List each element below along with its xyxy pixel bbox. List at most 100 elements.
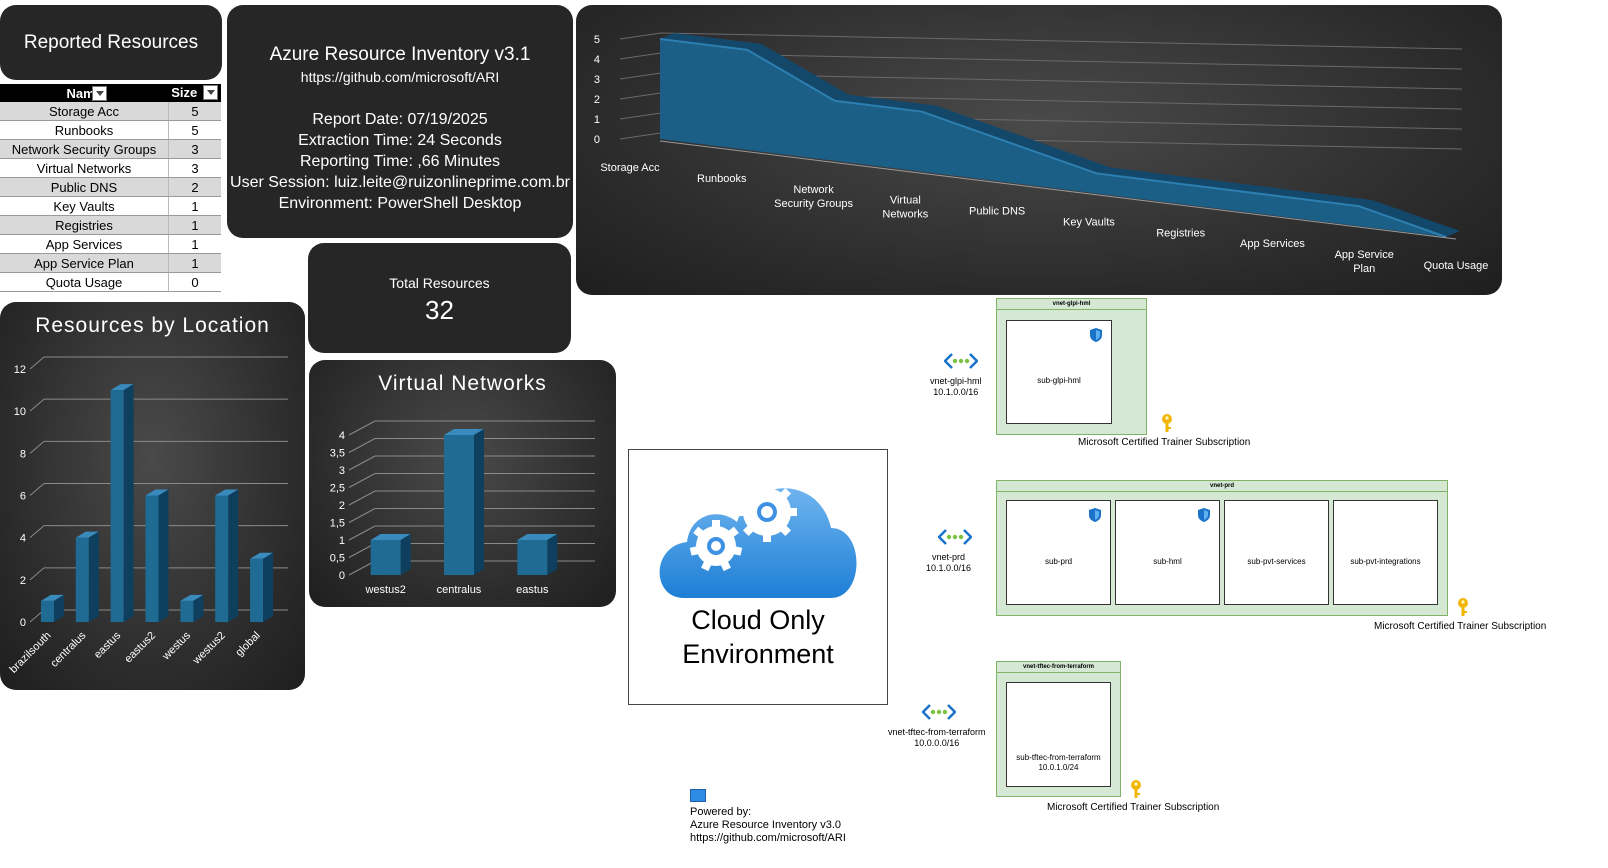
powered-by-url[interactable]: https://github.com/microsoft/ARI bbox=[690, 832, 846, 844]
report-date: Report Date: 07/19/2025 bbox=[312, 111, 488, 128]
bar bbox=[40, 600, 54, 622]
x-tick-label: westus bbox=[160, 629, 194, 663]
report-title: Azure Resource Inventory v3.1 bbox=[269, 44, 531, 65]
bar-side bbox=[123, 384, 134, 622]
total-resources-label: Total Resources bbox=[389, 275, 490, 291]
nsg-shield-icon bbox=[1089, 508, 1101, 522]
subscription-label: Microsoft Certified Trainer Subscription bbox=[1078, 437, 1251, 448]
bar-top bbox=[215, 489, 239, 496]
vnet-icon bbox=[944, 353, 978, 369]
bar-top bbox=[40, 594, 64, 601]
subnet-name: sub-pvt-integrations bbox=[1350, 556, 1421, 566]
environment: Environment: PowerShell Desktop bbox=[278, 195, 522, 212]
filter-dropdown-icon[interactable] bbox=[203, 85, 219, 101]
vnet-name: vnet-tftec-from-terraform bbox=[888, 727, 986, 737]
vnet-icon bbox=[938, 529, 972, 545]
bar-top bbox=[180, 594, 204, 601]
bar bbox=[180, 600, 194, 622]
x-tick-label: App Services bbox=[1240, 238, 1305, 250]
bar-side bbox=[88, 531, 99, 622]
subnet-box: sub-glpi-hml bbox=[1006, 320, 1112, 424]
x-tick-label: brazilsouth bbox=[7, 630, 53, 676]
vnet-name: vnet-glpi-hml bbox=[930, 376, 982, 386]
x-tick-label: westus2 bbox=[364, 584, 405, 596]
gridline bbox=[29, 356, 45, 370]
table-header-size: Size bbox=[168, 84, 221, 102]
resource-size: 1 bbox=[168, 253, 221, 273]
x-tick-label: Storage Acc bbox=[600, 162, 660, 174]
subnet-box: sub-pvt-integrations bbox=[1333, 500, 1438, 605]
report-info-card: Azure Resource Inventory v3.1 https://gi… bbox=[227, 5, 573, 238]
bar-side bbox=[263, 552, 274, 622]
bar bbox=[75, 537, 89, 622]
resource-name: Network Security Groups bbox=[0, 139, 169, 159]
x-tick-label: Virtual bbox=[890, 195, 921, 207]
vnet-chart-title: Virtual Networks bbox=[378, 372, 547, 395]
bar-top bbox=[370, 534, 411, 540]
subnet-name: sub-glpi-hml bbox=[1037, 376, 1081, 385]
subnet-box: sub-prd bbox=[1006, 500, 1111, 605]
location-chart-title: Resources by Location bbox=[35, 314, 270, 337]
subnet-cidr: 10.0.1.0/24 bbox=[1038, 763, 1079, 772]
bar-side bbox=[228, 489, 239, 622]
powered-by-label: Powered by: bbox=[690, 806, 752, 818]
subnet-name: sub-tftec-from-terraform bbox=[1016, 753, 1101, 762]
x-tick-label: centralus bbox=[48, 629, 88, 669]
resource-size: 5 bbox=[168, 102, 221, 121]
resource-size: 1 bbox=[168, 196, 221, 216]
vnet-cidr: 10.1.0.0/16 bbox=[933, 387, 979, 397]
subscription-key-icon bbox=[1131, 780, 1141, 798]
bar bbox=[250, 558, 264, 622]
gridline bbox=[619, 52, 662, 60]
report-url: https://github.com/microsoft/ARI bbox=[300, 69, 500, 85]
y-tick-label: 2 bbox=[20, 575, 26, 587]
gridline bbox=[619, 132, 662, 140]
gridline bbox=[348, 473, 376, 488]
cloud-only-environment-box: Cloud Only Environment bbox=[628, 449, 888, 705]
bar-side bbox=[400, 534, 411, 575]
x-tick-label: Plan bbox=[1353, 263, 1375, 275]
bar-side bbox=[474, 429, 484, 575]
gridline bbox=[29, 398, 45, 412]
y-tick-label: 1 bbox=[594, 114, 600, 126]
gridline bbox=[29, 567, 45, 581]
y-tick-label: 3 bbox=[594, 74, 600, 86]
gridline bbox=[29, 483, 45, 496]
y-tick-label: 4 bbox=[594, 54, 600, 66]
bar bbox=[444, 435, 474, 575]
gridline bbox=[348, 438, 376, 453]
x-tick-label: Network bbox=[793, 184, 834, 196]
resource-name: Storage Acc bbox=[0, 102, 169, 121]
reported-resources-title: Reported Resources bbox=[23, 31, 199, 53]
y-tick-label: 6 bbox=[20, 491, 26, 503]
y-tick-label: 0 bbox=[339, 570, 345, 582]
x-tick-label: Public DNS bbox=[969, 206, 1025, 218]
x-tick-label: eastus bbox=[92, 629, 124, 661]
x-tick-label: Key Vaults bbox=[1063, 216, 1115, 228]
y-tick-label: 3 bbox=[339, 465, 345, 477]
subnet-name: sub-pvt-services bbox=[1247, 556, 1306, 566]
resource-size: 3 bbox=[168, 139, 221, 159]
x-tick-label: eastus bbox=[516, 584, 549, 596]
y-tick-label: 3,5 bbox=[330, 448, 345, 460]
filter-dropdown-icon[interactable] bbox=[91, 86, 107, 101]
user-session: User Session: luiz.leite@ruizonlineprime… bbox=[230, 174, 570, 191]
subnet-box: sub-hml bbox=[1115, 500, 1220, 605]
extraction-time: Extraction Time: 24 Seconds bbox=[298, 132, 502, 149]
bar-side bbox=[547, 534, 558, 575]
gridline bbox=[660, 32, 1463, 50]
y-tick-label: 0 bbox=[20, 617, 26, 629]
bar bbox=[370, 540, 401, 575]
bar-top bbox=[444, 429, 484, 435]
x-tick-label: App Service bbox=[1335, 249, 1394, 261]
bar bbox=[110, 390, 124, 622]
bar-side bbox=[158, 489, 169, 622]
